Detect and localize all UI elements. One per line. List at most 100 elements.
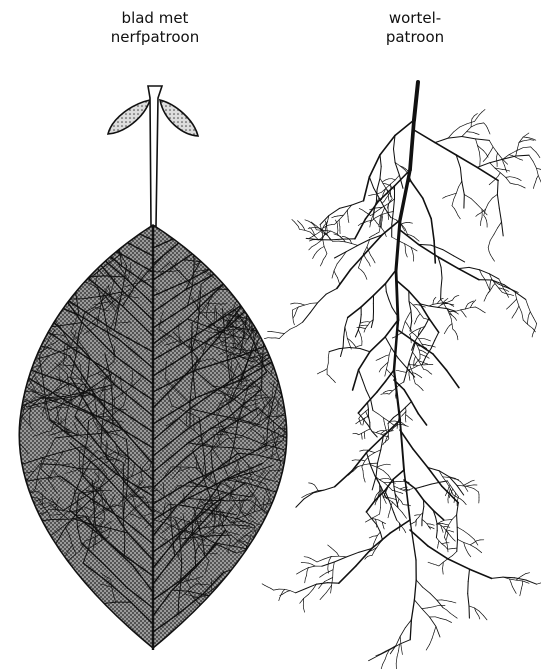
leaf-vein bbox=[103, 176, 105, 180]
leaf-vein bbox=[246, 168, 250, 169]
leaf-vein bbox=[281, 342, 284, 347]
leaf-vein bbox=[343, 261, 347, 265]
root-branch bbox=[376, 433, 380, 434]
leaf-vein bbox=[211, 240, 212, 245]
leaf-vein bbox=[2, 362, 25, 371]
leaf-vein bbox=[7, 246, 17, 250]
leaf-vein bbox=[278, 309, 279, 315]
root-branch bbox=[387, 464, 391, 465]
leaf-vein bbox=[227, 262, 233, 263]
root-branch bbox=[457, 334, 458, 337]
leaf-vein bbox=[255, 567, 257, 571]
leaf-vein bbox=[71, 275, 74, 278]
leaf-vein bbox=[300, 366, 302, 378]
root-branch bbox=[363, 423, 364, 425]
leaf-vein bbox=[308, 525, 313, 526]
root-branch bbox=[272, 332, 276, 333]
leaf-vein bbox=[276, 516, 279, 520]
leaf-vein bbox=[112, 190, 114, 194]
leaf-vein bbox=[22, 221, 26, 223]
leaf-vein bbox=[198, 240, 201, 248]
leaf-vein bbox=[52, 241, 61, 264]
leaf-vein bbox=[348, 440, 352, 444]
leaf-vein bbox=[291, 175, 293, 180]
root-branch bbox=[312, 245, 316, 247]
leaf-vein bbox=[36, 537, 40, 540]
leaf-vein bbox=[287, 333, 289, 338]
root-branch bbox=[409, 375, 410, 378]
leaf-vein bbox=[282, 251, 284, 256]
leaf-vein bbox=[201, 207, 207, 215]
leaf-vein bbox=[266, 144, 268, 148]
leaf-vein bbox=[8, 221, 13, 223]
root-branch bbox=[462, 137, 476, 139]
leaf-vein bbox=[268, 318, 273, 319]
leaf-vein bbox=[209, 224, 213, 233]
root-branch bbox=[455, 318, 456, 320]
leaf-vein bbox=[92, 260, 98, 268]
leaf-vein bbox=[329, 451, 333, 455]
leaf-vein bbox=[42, 232, 44, 237]
leaf-vein bbox=[3, 449, 4, 454]
root-branch bbox=[448, 137, 462, 139]
leaf-vein bbox=[282, 218, 284, 222]
leaf-vein bbox=[13, 358, 19, 359]
root-branch bbox=[370, 218, 375, 222]
leaf-vein bbox=[12, 395, 17, 399]
leaf-vein bbox=[54, 244, 59, 246]
root-branch bbox=[391, 218, 397, 221]
leaf-vein bbox=[11, 212, 18, 220]
leaf-vein bbox=[253, 247, 272, 254]
leaf-vein bbox=[294, 239, 298, 242]
leaf-vein bbox=[266, 222, 269, 226]
leaf-vein bbox=[277, 309, 278, 315]
leaf-vein bbox=[250, 233, 259, 240]
leaf-vein bbox=[264, 548, 269, 549]
root-branch bbox=[456, 310, 461, 311]
leaf-vein bbox=[57, 282, 63, 283]
leaf-vein bbox=[298, 240, 300, 245]
leaf-vein bbox=[303, 430, 304, 435]
leaf-vein bbox=[226, 278, 232, 279]
leaf-vein bbox=[247, 303, 257, 310]
root-branch bbox=[329, 349, 339, 352]
root-branch bbox=[409, 291, 420, 304]
leaf-vein bbox=[2, 480, 6, 483]
leaf-vein bbox=[43, 199, 46, 204]
root-branch bbox=[514, 184, 518, 185]
leaf-vein bbox=[303, 340, 305, 345]
leaf-vein bbox=[264, 541, 265, 546]
leaf-vein bbox=[278, 313, 281, 318]
root-branch bbox=[516, 157, 519, 159]
leaf-vein bbox=[64, 190, 68, 199]
leaf-vein bbox=[275, 242, 291, 250]
leaf-vein bbox=[78, 276, 88, 283]
root-branch bbox=[476, 139, 478, 146]
leaf-vein bbox=[240, 208, 241, 212]
root-branch bbox=[356, 422, 359, 424]
leaf-vein bbox=[346, 311, 349, 316]
leaf-vein bbox=[230, 240, 235, 241]
leaf-vein bbox=[28, 249, 32, 251]
leaf-vein bbox=[13, 199, 19, 206]
root-branch bbox=[295, 313, 296, 316]
root-branch bbox=[359, 433, 362, 434]
root-branch bbox=[425, 352, 427, 353]
root-branch bbox=[348, 307, 361, 318]
root-branch bbox=[478, 213, 481, 215]
leaf-vein bbox=[279, 547, 287, 550]
root-branch bbox=[372, 235, 375, 236]
leaf-vein bbox=[12, 215, 23, 218]
root-branch bbox=[402, 415, 403, 416]
leaf-vein bbox=[5, 404, 9, 409]
leaf-vein bbox=[219, 262, 228, 270]
leaf-vein bbox=[91, 234, 94, 237]
leaf-vein bbox=[314, 415, 319, 417]
leaf-vein bbox=[283, 297, 290, 306]
leaf-vein bbox=[21, 300, 23, 306]
leaf-vein bbox=[77, 248, 82, 250]
root-branch bbox=[312, 229, 313, 231]
root-branch bbox=[385, 234, 386, 237]
leaf-vein bbox=[213, 223, 219, 231]
root-branch bbox=[306, 238, 318, 239]
